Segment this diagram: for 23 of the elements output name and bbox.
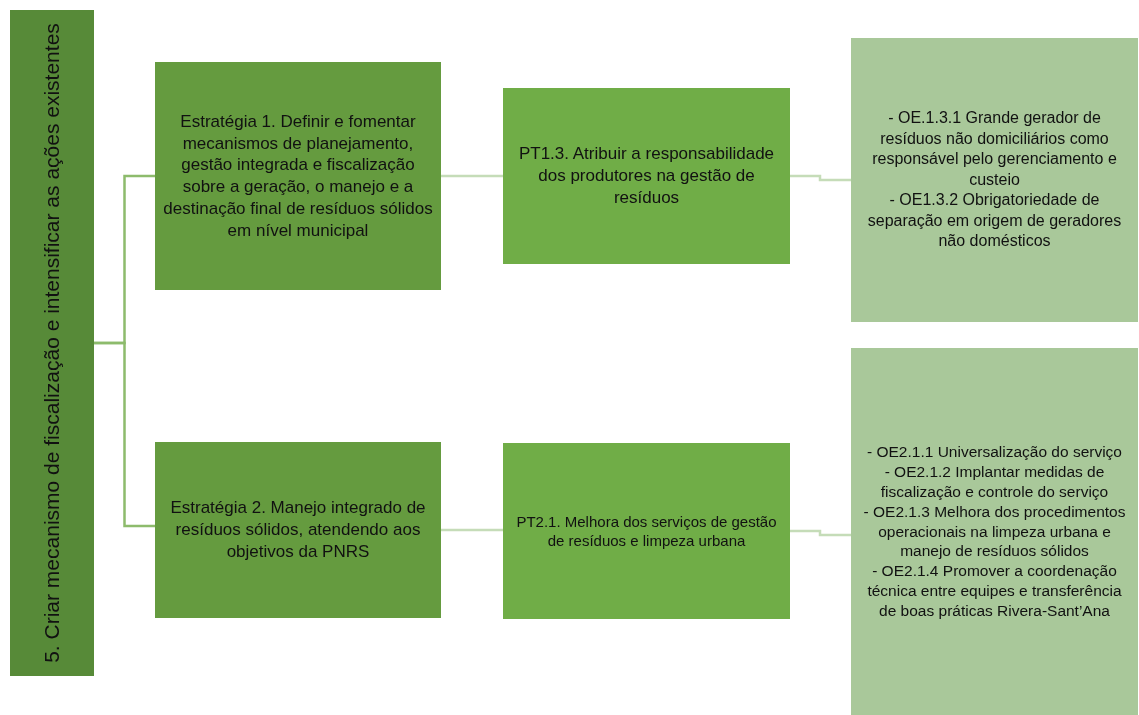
objective-text: - OE2.1.2 Implantar medidas de fiscalização e controle do serviço (879, 462, 1110, 502)
connector-line (790, 174, 851, 182)
objective-text: - OE2.1.4 Promover a coordenação técnica entre equipes e transferência de boas práticas Rivera-Sant’Ana (866, 561, 1123, 621)
goal-box (10, 10, 94, 676)
objective-text: - OE2.1.1 Universalização do serviço (867, 442, 1122, 463)
connector-line (441, 174, 503, 178)
connector-line (94, 341, 155, 528)
program-box (503, 88, 790, 264)
objective-text: - OE1.3.2 Obrigatoriedade de separação em origem de geradores não domésticos (866, 190, 1123, 252)
objectives-box (851, 348, 1138, 715)
box-text: Estratégia 2. Manejo integrado de resíduos sólidos, atendendo aos objetivos da PNRS (169, 497, 427, 563)
box-text: PT2.1. Melhora dos serviços de gestão de resíduos e limpeza urbana (515, 511, 778, 551)
box-text: PT1.3. Atribuir a responsabilidade dos produtores na gestão de resíduos (517, 143, 776, 209)
objective-text: - OE2.1.3 Melhora dos procedimentos operacionais na limpeza urbana e manejo de resíduos sólidos (862, 501, 1127, 562)
strategy-box (155, 62, 441, 290)
program-box (503, 443, 790, 619)
objectives-box (851, 38, 1138, 322)
objective-text: - OE.1.3.1 Grande gerador de resíduos não domiciliários como responsável pelo gerenciamento e custeio (871, 108, 1118, 190)
box-text: Estratégia 1. Definir e fomentar mecanismos de planejamento, gestão integrada e fiscalização sobre a geração, o manejo e a destinação final de resíduos sólidos em nível municipal (162, 110, 434, 242)
strategy-box (155, 442, 441, 618)
connector-line (790, 529, 851, 537)
connector-line (441, 528, 503, 532)
box-text: 5. Criar mecanismo de fiscalização e intensificar as ações existentes (39, 22, 65, 665)
